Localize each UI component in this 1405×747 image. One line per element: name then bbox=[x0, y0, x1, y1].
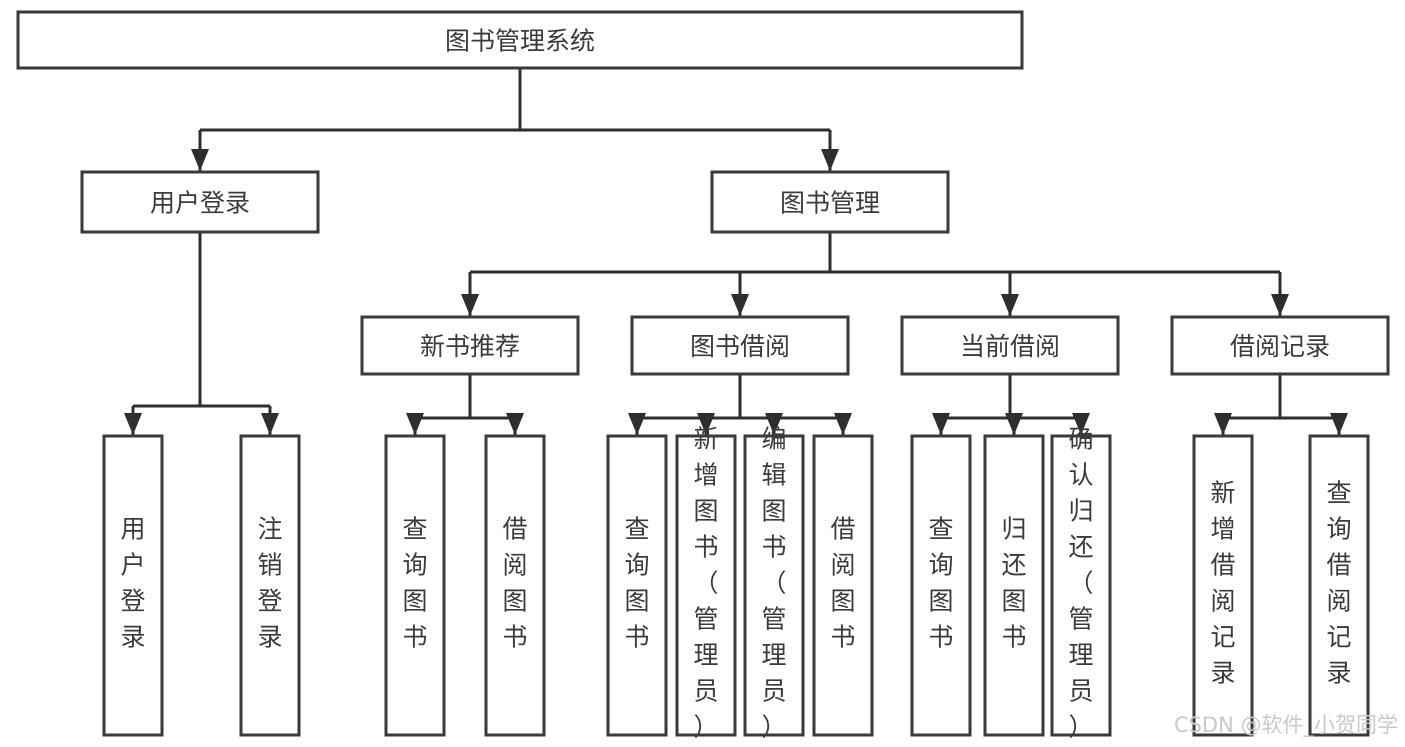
node-box bbox=[1192, 434, 1254, 737]
node-book-borrow[interactable]: 图书借阅 bbox=[630, 315, 850, 376]
node-box bbox=[630, 315, 850, 376]
arrow-head-icon bbox=[834, 413, 852, 435]
node-leaf-query-book-recommend[interactable]: 查询图书 bbox=[384, 434, 446, 737]
node-leaf-confirm-return[interactable]: 确认归还（管理员） bbox=[1050, 425, 1112, 742]
node-label: 图书管理 bbox=[780, 189, 880, 218]
node-leaf-borrow-book-recommend[interactable]: 借阅图书 bbox=[484, 434, 546, 737]
node-leaf-query-borrow-record[interactable]: 查询借阅记录 bbox=[1308, 434, 1370, 737]
arrow-head-icon bbox=[1271, 294, 1289, 316]
arrow-head-icon bbox=[731, 294, 749, 316]
node-box bbox=[743, 434, 805, 737]
node-user-login[interactable]: 用户登录 bbox=[80, 170, 320, 234]
node-box bbox=[812, 434, 874, 737]
node-label: 编辑图书（管理员） bbox=[761, 425, 786, 742]
arrow-head-icon bbox=[765, 413, 783, 435]
node-label: 图书借阅 bbox=[690, 332, 790, 361]
node-label: 新书推荐 bbox=[420, 332, 520, 361]
node-label: 图书管理系统 bbox=[445, 27, 595, 56]
node-leaf-add-borrow-record[interactable]: 新增借阅记录 bbox=[1192, 434, 1254, 737]
arrow-head-icon bbox=[697, 413, 715, 435]
arrow-head-icon bbox=[932, 413, 950, 435]
node-boxes-layer: 图书管理系统用户登录图书管理新书推荐图书借阅当前借阅借阅记录用户登录注销登录查询… bbox=[16, 10, 1390, 742]
arrow-head-icon bbox=[1005, 413, 1023, 435]
node-label: 注销登录 bbox=[257, 515, 282, 652]
arrow-head-icon bbox=[461, 294, 479, 316]
node-box bbox=[983, 434, 1045, 737]
node-label: 查询图书 bbox=[402, 515, 427, 652]
node-leaf-borrow-book[interactable]: 借阅图书 bbox=[812, 434, 874, 737]
node-leaf-logout[interactable]: 注销登录 bbox=[239, 434, 301, 737]
node-label: 借阅图书 bbox=[830, 515, 855, 652]
node-label: 确认归还（管理员） bbox=[1068, 425, 1093, 742]
node-current-borrow[interactable]: 当前借阅 bbox=[900, 315, 1120, 376]
node-leaf-user-login[interactable]: 用户登录 bbox=[102, 434, 164, 737]
node-leaf-edit-book[interactable]: 编辑图书（管理员） bbox=[743, 425, 805, 742]
node-box bbox=[1308, 434, 1370, 737]
node-box bbox=[710, 170, 950, 234]
arrow-head-icon bbox=[1214, 413, 1232, 435]
arrow-head-icon bbox=[191, 149, 209, 171]
node-leaf-query-book-borrow[interactable]: 查询图书 bbox=[606, 434, 668, 737]
node-root[interactable]: 图书管理系统 bbox=[16, 10, 1024, 70]
arrow-head-icon bbox=[821, 149, 839, 171]
node-book-management[interactable]: 图书管理 bbox=[710, 170, 950, 234]
node-label: 查询图书 bbox=[928, 515, 953, 652]
node-leaf-return-book[interactable]: 归还图书 bbox=[983, 434, 1045, 737]
node-box bbox=[606, 434, 668, 737]
node-box bbox=[675, 434, 737, 737]
node-box bbox=[484, 434, 546, 737]
node-box bbox=[1050, 434, 1112, 737]
arrow-head-icon bbox=[406, 413, 424, 435]
node-box bbox=[910, 434, 972, 737]
node-label: 借阅图书 bbox=[502, 515, 527, 652]
node-label: 用户登录 bbox=[120, 515, 145, 652]
node-label: 归还图书 bbox=[1001, 515, 1026, 652]
node-label: 新增借阅记录 bbox=[1210, 479, 1235, 688]
node-box bbox=[80, 170, 320, 234]
node-label: 查询借阅记录 bbox=[1326, 479, 1351, 688]
csdn-watermark: CSDN @软件_小贺同学 bbox=[1174, 713, 1398, 738]
node-label: 查询图书 bbox=[624, 515, 649, 652]
node-leaf-query-book-current[interactable]: 查询图书 bbox=[910, 434, 972, 737]
node-label: 借阅记录 bbox=[1230, 332, 1330, 361]
arrow-head-icon bbox=[1072, 413, 1090, 435]
arrow-head-icon bbox=[261, 413, 279, 435]
arrow-head-icon bbox=[628, 413, 646, 435]
node-label: 当前借阅 bbox=[960, 332, 1060, 361]
node-label: 新增图书（管理员） bbox=[693, 425, 718, 742]
node-box bbox=[239, 434, 301, 737]
node-box bbox=[102, 434, 164, 737]
node-label: 用户登录 bbox=[150, 189, 250, 218]
arrow-head-icon bbox=[506, 413, 524, 435]
arrow-head-icon bbox=[124, 413, 142, 435]
node-box bbox=[360, 315, 580, 376]
node-box bbox=[16, 10, 1024, 70]
node-box bbox=[384, 434, 446, 737]
node-leaf-add-book[interactable]: 新增图书（管理员） bbox=[675, 425, 737, 742]
connector-lines-layer bbox=[124, 68, 1348, 435]
node-new-book-recommend[interactable]: 新书推荐 bbox=[360, 315, 580, 376]
node-borrow-records[interactable]: 借阅记录 bbox=[1170, 315, 1390, 376]
arrow-head-icon bbox=[1001, 294, 1019, 316]
node-box bbox=[900, 315, 1120, 376]
arrow-head-icon bbox=[1330, 413, 1348, 435]
node-box bbox=[1170, 315, 1390, 376]
